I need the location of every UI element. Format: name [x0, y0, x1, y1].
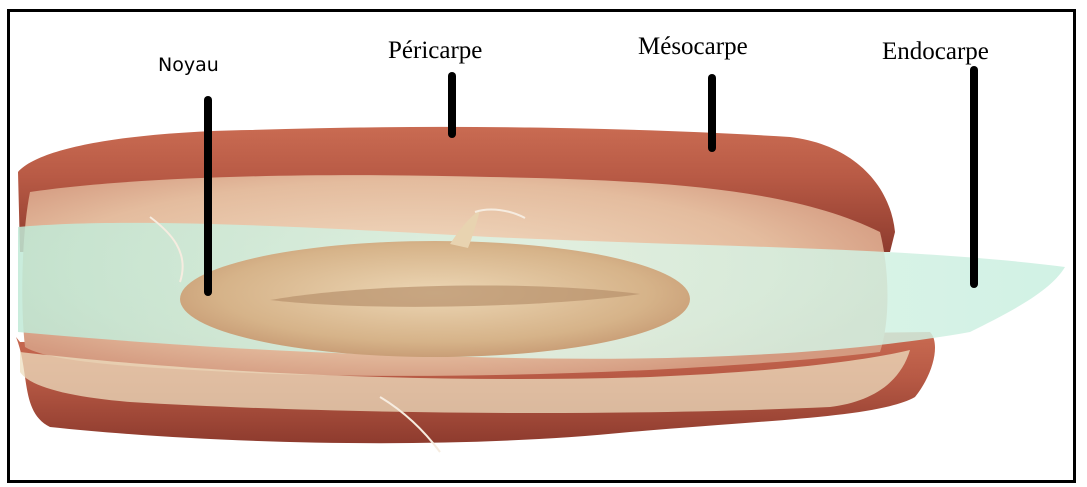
label-endocarpe: Endocarpe — [882, 39, 989, 64]
label-mesocarpe: Mésocarpe — [638, 34, 748, 59]
fruit-cross-section-image — [10, 12, 1073, 480]
pointer-pericarpe — [448, 72, 456, 138]
label-pericarpe: Péricarpe — [388, 38, 482, 63]
pointer-mesocarpe — [708, 74, 716, 152]
pointer-endocarpe — [970, 66, 978, 288]
figure-frame: Noyau Péricarpe Mésocarpe Endocarpe — [7, 9, 1076, 483]
label-noyau: Noyau — [158, 56, 219, 75]
pointer-noyau — [204, 96, 212, 296]
